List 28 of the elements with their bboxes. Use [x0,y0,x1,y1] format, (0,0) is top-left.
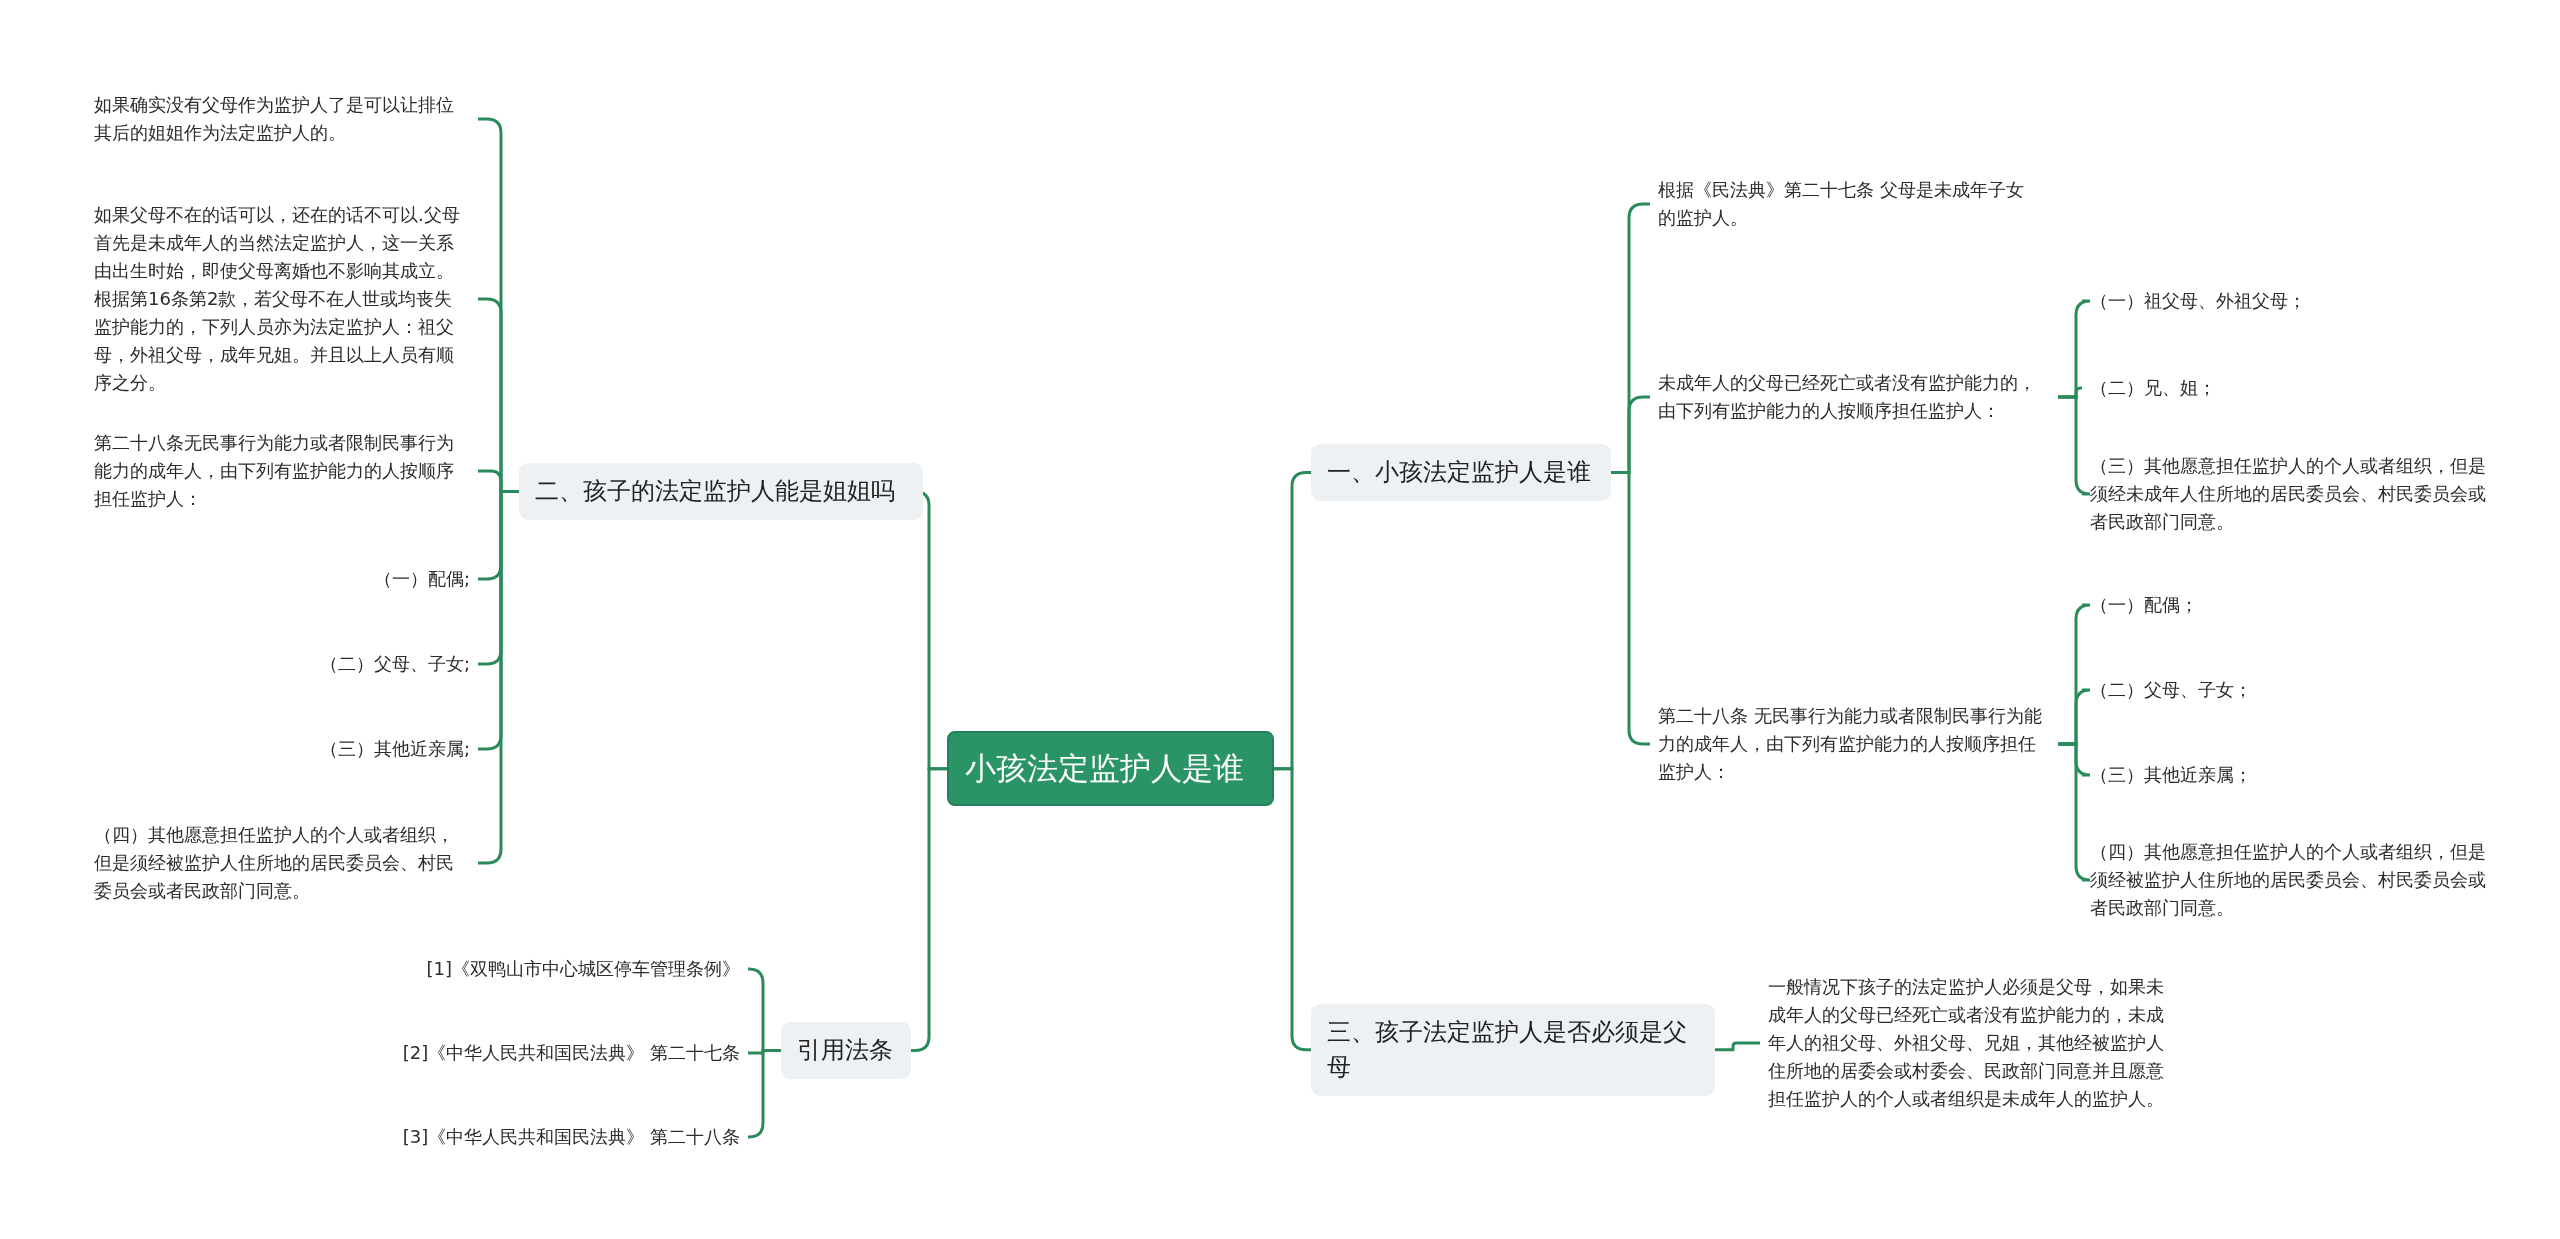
leaf-text: （二）兄、姐； [2082,374,2462,402]
leaf-text: [3]《中华人民共和国民法典》 第二十八条 [328,1123,748,1151]
branch-topic: 一、小孩法定监护人是谁 [1311,444,1611,501]
leaf-text: 未成年人的父母已经死亡或者没有监护能力的，由下列有监护能力的人按顺序担任监护人： [1650,369,2058,425]
leaf-text: （一）祖父母、外祖父母； [2082,287,2462,315]
leaf-text: （一）配偶； [2082,591,2462,619]
leaf-text: （二）父母、子女； [2082,676,2462,704]
leaf-text: 如果确实没有父母作为监护人了是可以让排位其后的姐姐作为法定监护人的。 [86,91,478,147]
leaf-text: 一般情况下孩子的法定监护人必须是父母，如果未成年人的父母已经死亡或者没有监护能力的，未成年人的祖父母、外祖父母、兄姐，其他经被监护人住所地的居委会或村委会、民政部门同意并且愿意担任监护人的个人或者组织是未成年人的监护人。 [1760,973,2172,1113]
leaf-text: 根据《民法典》第二十七条 父母是未成年子女的监护人。 [1650,176,2042,232]
leaf-text: 第二十八条无民事行为能力或者限制民事行为能力的成年人，由下列有监护能力的人按顺序担任监护人： [86,429,478,513]
leaf-text: [2]《中华人民共和国民法典》 第二十七条 [328,1039,748,1067]
leaf-text: （三）其他愿意担任监护人的个人或者组织，但是须经未成年人住所地的居民委员会、村民委员会或者民政部门同意。 [2082,452,2502,536]
leaf-text: [1]《双鸭山市中心城区停车管理条例》 [328,955,748,983]
leaf-text: （一）配偶; [178,565,478,593]
leaf-text: 第二十八条 无民事行为能力或者限制民事行为能力的成年人，由下列有监护能力的人按顺序担任监护人： [1650,702,2058,786]
leaf-text: （三）其他近亲属； [2082,761,2462,789]
leaf-text: 如果父母不在的话可以，还在的话不可以.父母首先是未成年人的当然法定监护人，这一关系由出生时始，即使父母离婚也不影响其成立。根据第16条第2款，若父母不在人世或均丧失监护能力的，下列人员亦为法定监护人：祖父母，外祖父母，成年兄姐。并且以上人员有顺序之分。 [86,201,478,397]
leaf-text: （二）父母、子女; [178,650,478,678]
central-topic: 小孩法定监护人是谁 [947,731,1274,807]
connector-line [1715,1041,1760,1052]
branch-topic: 三、孩子法定监护人是否必须是父母 [1311,1004,1715,1096]
leaf-text: （四）其他愿意担任监护人的个人或者组织，但是须经被监护人住所地的居民委员会、村民委员会或者民政部门同意。 [2082,838,2502,922]
branch-topic: 二、孩子的法定监护人能是姐姐吗 [519,463,923,520]
leaf-text: （四）其他愿意担任监护人的个人或者组织，但是须经被监护人住所地的居民委员会、村民委员会或者民政部门同意。 [86,821,478,905]
leaf-text: （三）其他近亲属; [178,735,478,763]
connector-line [1274,767,1311,1052]
branch-topic: 引用法条 [781,1022,911,1079]
